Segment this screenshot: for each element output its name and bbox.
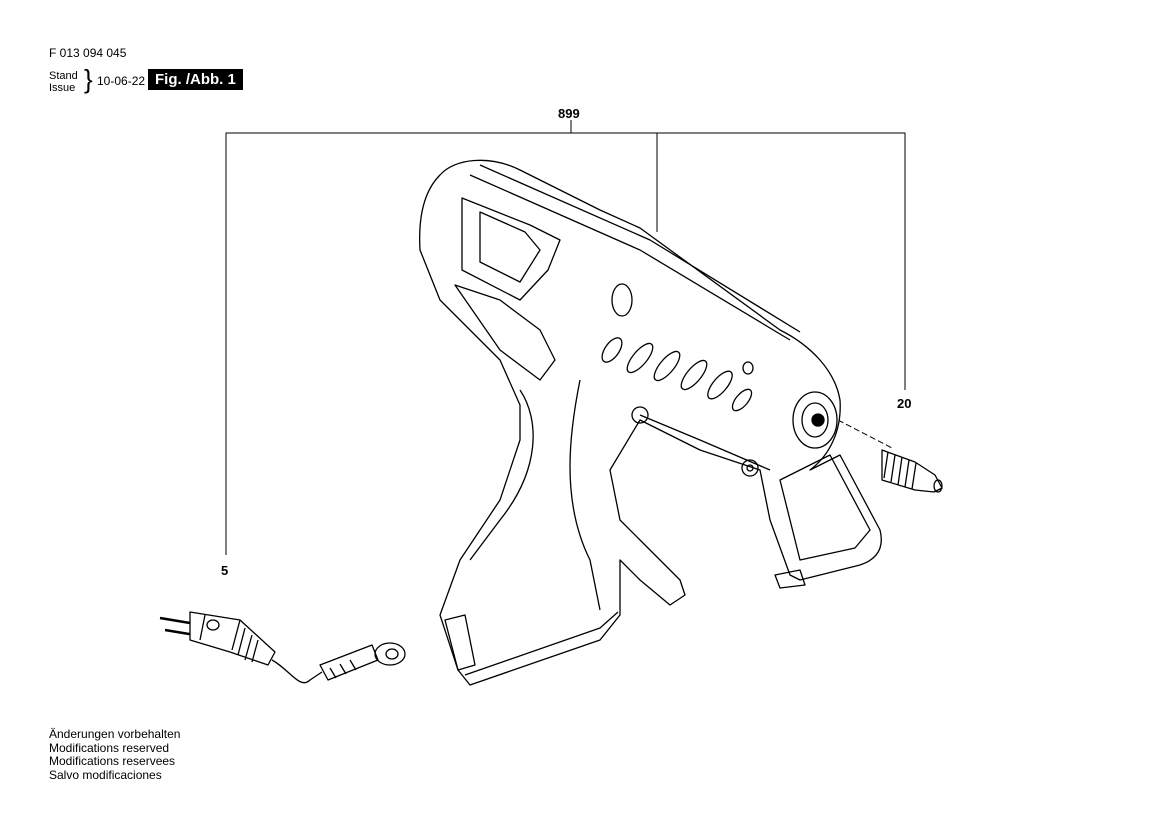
brace: } (84, 64, 93, 94)
figure-label: Fig. /Abb. 1 (148, 69, 243, 90)
glue-gun-housing (419, 159, 882, 686)
note-en: Modifications reserved (49, 740, 170, 755)
modification-notes: Änderungen vorbehalten Modifications res… (49, 727, 181, 782)
leader-lines (225, 120, 906, 555)
power-cord (159, 611, 406, 684)
stand-label: Stand (49, 70, 78, 82)
issue-label: Issue (49, 82, 76, 94)
document-number: F 013 094 045 (49, 46, 127, 60)
part-label-20: 20 (897, 396, 912, 411)
note-fr: Modifications reservees (49, 754, 176, 768)
nozzle (881, 449, 943, 493)
part-label-5: 5 (221, 563, 229, 578)
note-es: Salvo modificaciones (49, 767, 162, 782)
note-de: Änderungen vorbehalten (49, 727, 181, 741)
issue-date: 10-06-22 (97, 74, 146, 88)
part-label-899: 899 (558, 106, 580, 121)
